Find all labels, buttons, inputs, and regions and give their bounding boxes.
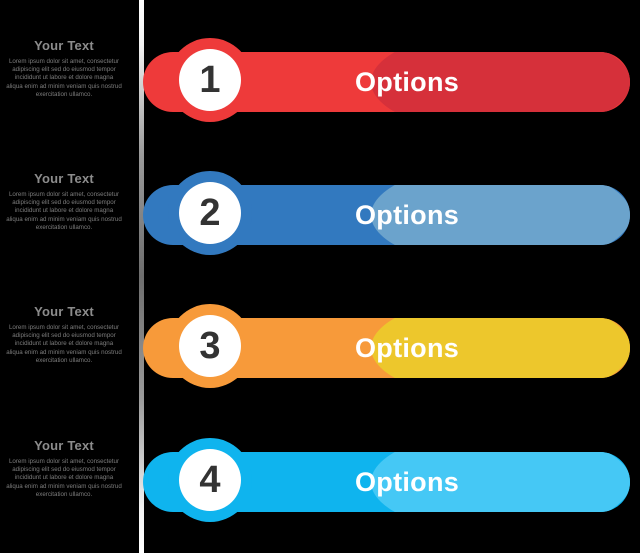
text-heading-4: Your Text bbox=[34, 438, 94, 453]
step-number-2: 2 bbox=[199, 192, 221, 234]
option-row-2[interactable]: Your Text Lorem ipsum dolor sit amet, co… bbox=[0, 133, 640, 267]
step-circle-inner-3: 3 bbox=[179, 315, 241, 377]
step-circle-3[interactable]: 3 bbox=[168, 304, 252, 388]
text-body-1: Lorem ipsum dolor sit amet, consectetur … bbox=[6, 58, 122, 98]
text-block-3: Your Text Lorem ipsum dolor sit amet, co… bbox=[0, 304, 128, 365]
step-circle-inner-1: 1 bbox=[179, 49, 241, 111]
vertical-divider-line bbox=[139, 0, 144, 553]
text-heading-1: Your Text bbox=[34, 38, 94, 53]
option-row-4[interactable]: Your Text Lorem ipsum dolor sit amet, co… bbox=[0, 400, 640, 534]
option-label-2: Options bbox=[355, 200, 460, 230]
option-label-1: Options bbox=[355, 67, 460, 97]
step-number-1: 1 bbox=[199, 59, 221, 101]
option-row-3[interactable]: Your Text Lorem ipsum dolor sit amet, co… bbox=[0, 266, 640, 400]
text-block-4: Your Text Lorem ipsum dolor sit amet, co… bbox=[0, 438, 128, 499]
bar-overlay-3 bbox=[371, 318, 630, 378]
step-circle-4[interactable]: 4 bbox=[168, 438, 252, 522]
option-label-3: Options bbox=[355, 333, 460, 363]
text-block-1: Your Text Lorem ipsum dolor sit amet, co… bbox=[0, 38, 128, 99]
text-body-3: Lorem ipsum dolor sit amet, consectetur … bbox=[6, 324, 122, 364]
bar-overlay-1 bbox=[371, 52, 630, 112]
text-block-2: Your Text Lorem ipsum dolor sit amet, co… bbox=[0, 171, 128, 232]
option-label-4: Options bbox=[355, 467, 460, 497]
step-circle-2[interactable]: 2 bbox=[168, 171, 252, 255]
bar-overlay-2 bbox=[371, 185, 630, 245]
bar-overlay-4 bbox=[371, 452, 630, 512]
step-circle-inner-4: 4 bbox=[179, 449, 241, 511]
text-heading-2: Your Text bbox=[34, 171, 94, 186]
option-bar-3[interactable]: Options bbox=[143, 318, 630, 378]
option-row-1[interactable]: Your Text Lorem ipsum dolor sit amet, co… bbox=[0, 0, 640, 134]
step-circle-inner-2: 2 bbox=[179, 182, 241, 244]
step-circle-1[interactable]: 1 bbox=[168, 38, 252, 122]
text-heading-3: Your Text bbox=[34, 304, 94, 319]
step-number-3: 3 bbox=[199, 325, 221, 367]
step-number-4: 4 bbox=[199, 459, 221, 501]
text-body-4: Lorem ipsum dolor sit amet, consectetur … bbox=[6, 458, 122, 498]
text-body-2: Lorem ipsum dolor sit amet, consectetur … bbox=[6, 191, 122, 231]
